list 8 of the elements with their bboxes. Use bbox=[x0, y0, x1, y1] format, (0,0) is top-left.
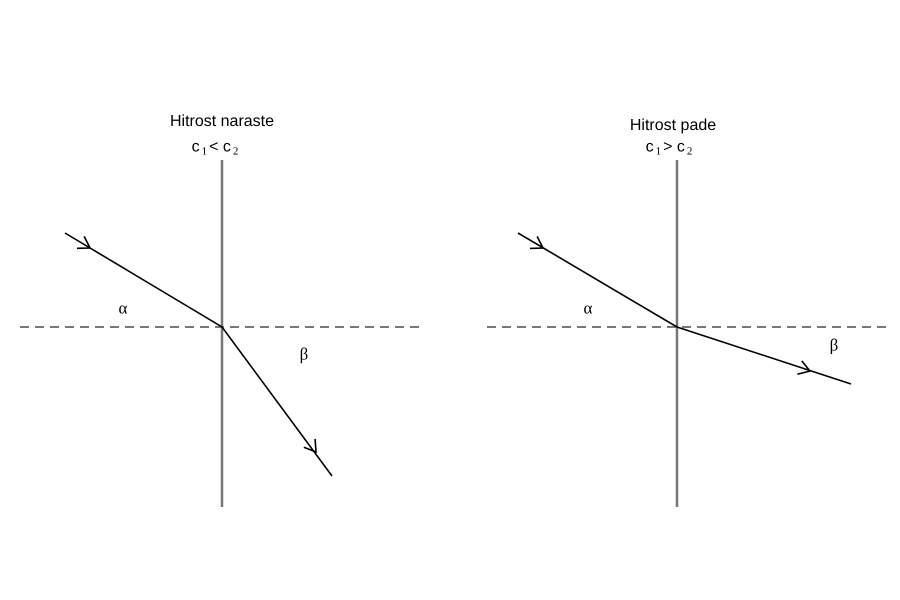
speed-relation-label: c$_{1}$> c$_{2}$ bbox=[646, 138, 694, 158]
speed-relation-label: c$_{1}$< c$_{2}$ bbox=[192, 138, 240, 158]
heading-label: Hitrost naraste bbox=[170, 113, 274, 131]
angle-label: α bbox=[584, 300, 592, 318]
angle-label: α bbox=[118, 300, 128, 318]
heading-label: Hitrost pade bbox=[630, 117, 716, 135]
angle-label: β bbox=[300, 346, 308, 364]
angle-label: β bbox=[830, 336, 838, 356]
